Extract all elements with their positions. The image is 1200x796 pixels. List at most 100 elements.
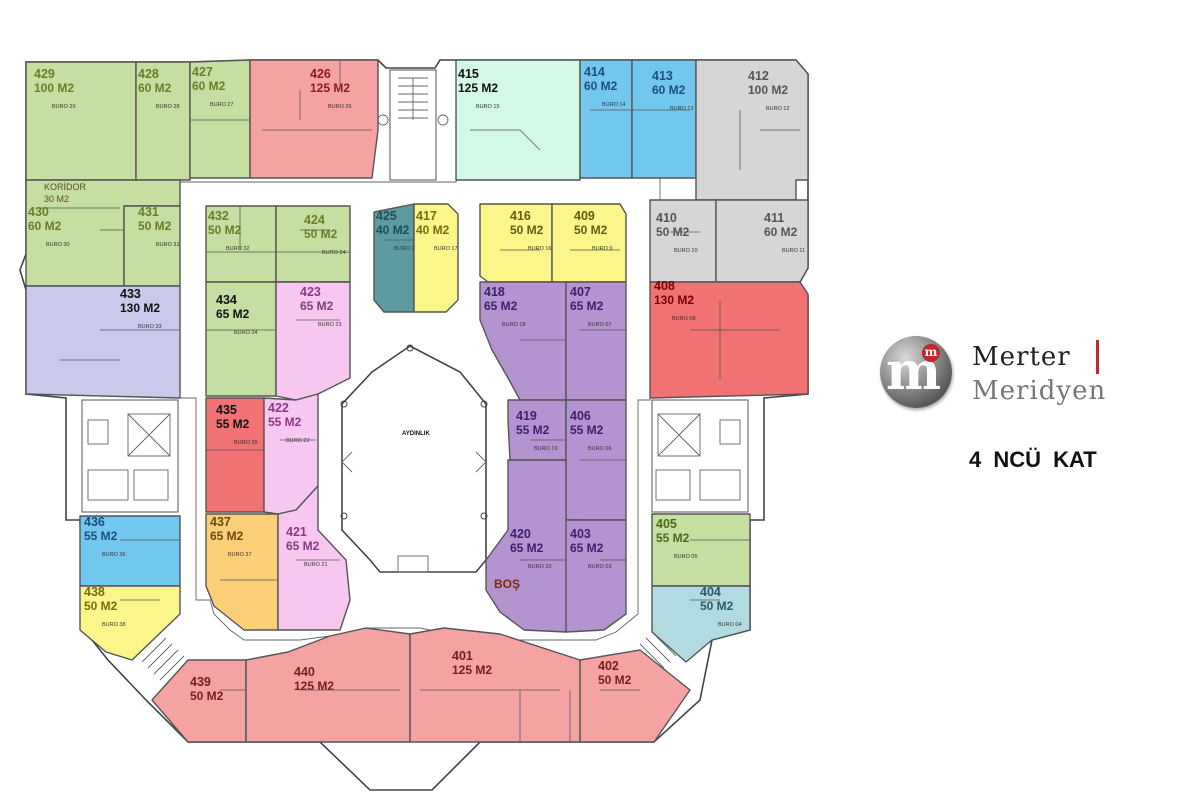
unit-439-shape[interactable]	[151, 659, 247, 743]
brand-logo: m m	[880, 336, 952, 408]
unit-area: 130 M2	[654, 293, 694, 307]
unit-426-shape[interactable]	[249, 59, 379, 179]
unit-420-shape[interactable]	[485, 459, 579, 633]
unit-buro-label: BURO 14	[602, 102, 626, 108]
brand-logo-badge: m	[922, 344, 940, 362]
unit-buro-label: BURO 19	[534, 446, 558, 452]
unit-area: 65 M2	[484, 299, 518, 313]
unit-417-shape[interactable]	[413, 203, 459, 313]
stairs-top	[377, 69, 449, 181]
status-label: BOŞ	[494, 577, 520, 591]
unit-area: 125 M2	[458, 81, 498, 95]
unit-buro-label: BURO 37	[228, 552, 252, 558]
unit-buro-label: BURO 17	[434, 246, 458, 252]
atrium-notch	[341, 451, 353, 473]
unit-403-shape[interactable]	[565, 519, 627, 633]
unit-buro-label: BURO 23	[318, 322, 342, 328]
unit-number: 412	[748, 69, 769, 83]
unit-433-shape[interactable]	[25, 285, 181, 399]
unit-buro-label: BURO 21	[304, 562, 328, 568]
unit-number: 439	[190, 675, 211, 689]
unit-buro-label: BURO 12	[766, 106, 790, 112]
unit-402-shape[interactable]	[579, 649, 691, 743]
atrium-column	[406, 344, 414, 352]
unit-number: 406	[570, 409, 591, 423]
unit-408-shape[interactable]	[649, 281, 809, 399]
unit-buro-label: BURO 18	[502, 322, 526, 328]
unit-438-shape[interactable]	[79, 585, 181, 661]
unit-number: 430	[28, 205, 49, 219]
unit-number: 408	[654, 279, 675, 293]
unit-number: 426	[310, 67, 331, 81]
brand-divider	[1096, 340, 1099, 374]
unit-number: 432	[208, 209, 229, 223]
unit-401-shape[interactable]	[409, 627, 581, 743]
unit-area: 65 M2	[510, 541, 544, 555]
unit-area: 100 M2	[748, 83, 788, 97]
unit-number: 418	[484, 285, 505, 299]
unit-number: 402	[598, 659, 619, 673]
unit-411-shape[interactable]	[715, 199, 809, 283]
unit-area: 130 M2	[120, 301, 160, 315]
unit-area: 50 M2	[138, 219, 172, 233]
unit-buro-label: BURO 9	[592, 246, 612, 252]
unit-number: 419	[516, 409, 537, 423]
unit-404-shape[interactable]	[651, 585, 751, 663]
unit-421-shape[interactable]	[277, 485, 351, 631]
unit-buro-label: BURO 16	[528, 246, 552, 252]
unit-area: 125 M2	[452, 663, 492, 677]
atrium-column	[480, 400, 488, 408]
unit-number: 425	[376, 209, 397, 223]
unit-buro-label: BURO 35	[234, 440, 258, 446]
unit-number: 438	[84, 585, 105, 599]
unit-buro-label: BURO 22	[286, 438, 310, 444]
unit-440-shape[interactable]	[245, 627, 411, 743]
unit-415-shape[interactable]	[455, 59, 581, 181]
unit-409-shape[interactable]	[551, 203, 627, 283]
unit-number: 413	[652, 69, 673, 83]
unit-area: 50 M2	[700, 599, 734, 613]
unit-area: 50 M2	[190, 689, 224, 703]
unit-425-shape[interactable]	[373, 203, 415, 313]
unit-buro-label: BURO 31	[156, 242, 180, 248]
unit-buro-label: BURO 11	[782, 248, 805, 254]
